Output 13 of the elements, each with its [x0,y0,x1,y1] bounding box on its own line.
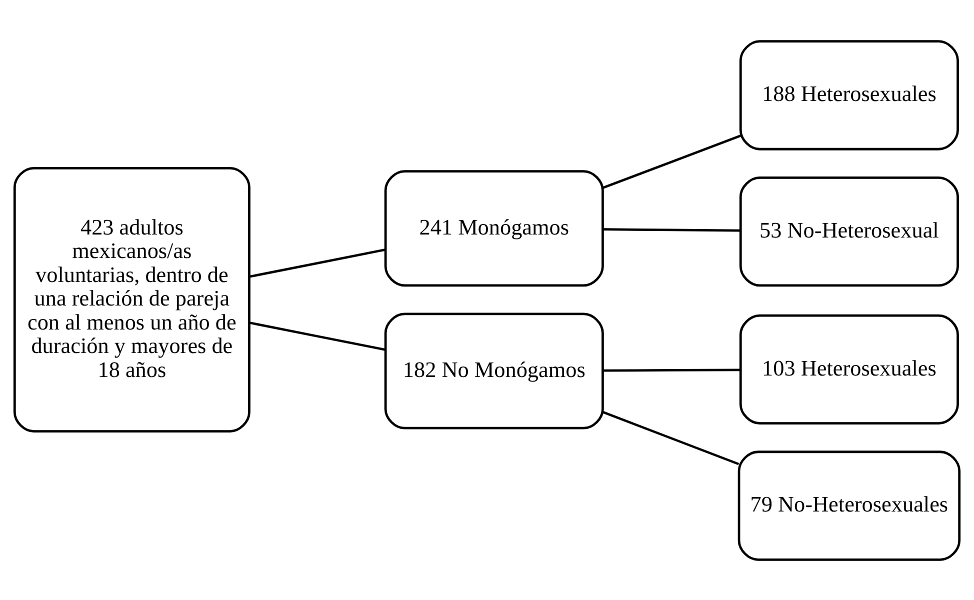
node-box: 188 Heterosexuales [739,40,959,150]
connector [602,134,741,188]
node-box: 182 No Monógamos [384,312,604,429]
node-box: 241 Monógamos [384,170,604,286]
node-box: 423 adultos mexicanos/as voluntarias, dentro de una relación de pareja con al menos un año de duración y mayores de 18 años [13,166,250,432]
connector [602,410,740,465]
node-box: 79 No-Heterosexuales [738,450,961,560]
node-box: 103 Heterosexuales [739,314,959,424]
connector [602,228,740,232]
node-box: 53 No-Heterosexual [739,176,959,286]
connector [249,248,386,278]
connector [602,368,740,372]
connector [249,321,386,350]
